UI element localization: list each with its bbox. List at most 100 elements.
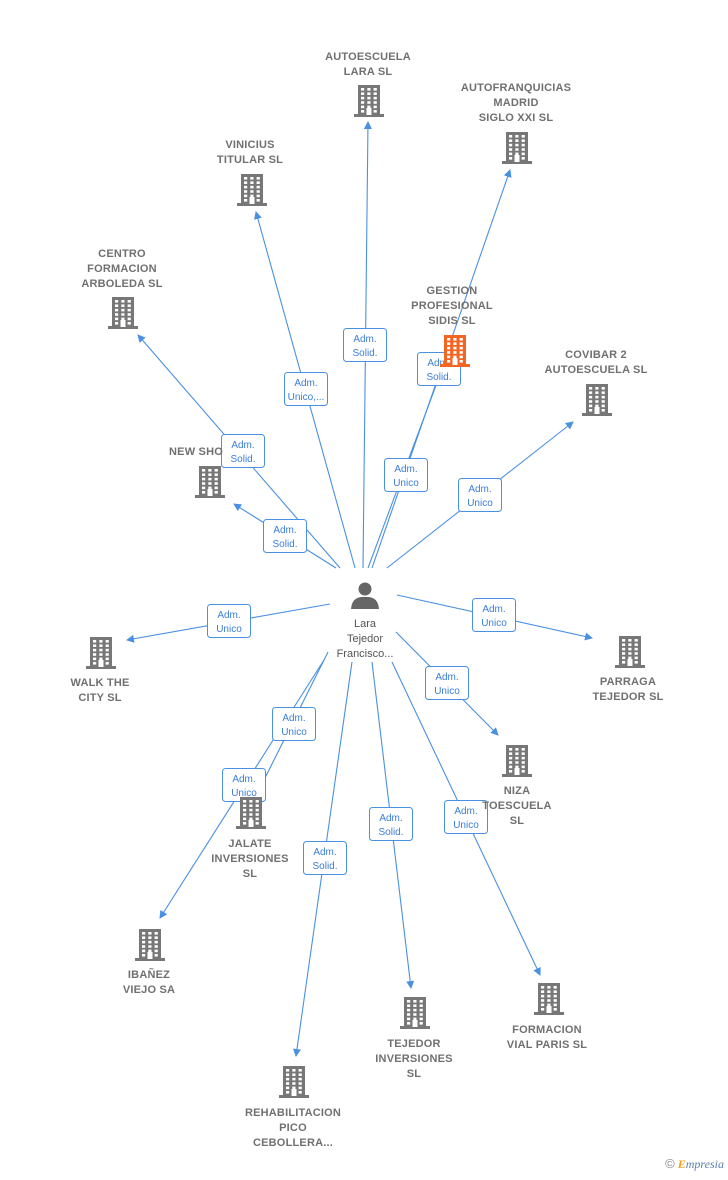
company-name[interactable]: TOESCUELA <box>482 800 551 812</box>
company-node-ibanez[interactable]: IBAÑEZ VIEJO SA <box>123 929 175 996</box>
company-name[interactable]: SIDIS SL <box>428 315 476 327</box>
company-name[interactable]: NIZA <box>504 785 530 797</box>
building-icon <box>237 174 267 206</box>
company-name[interactable]: WALK THE <box>70 677 129 689</box>
company-name[interactable]: IBAÑEZ <box>128 968 170 981</box>
company-node-vinicius[interactable]: VINICIUS TITULAR SL <box>217 139 283 206</box>
company-name[interactable]: CENTRO <box>98 248 146 260</box>
edge-role-text: Adm. <box>273 525 296 536</box>
edge-role-label[interactable]: Adm.Solid. <box>263 519 307 553</box>
company-name[interactable]: TITULAR SL <box>217 154 283 166</box>
company-name[interactable]: SIGLO XXI SL <box>479 112 554 124</box>
building-icon <box>502 132 532 164</box>
company-name[interactable]: ARBOLEDA SL <box>81 278 162 290</box>
company-name[interactable]: AUTOFRANQUICIAS <box>461 82 571 94</box>
company-name[interactable]: PROFESIONAL <box>411 300 493 312</box>
company-node-new-sho[interactable]: NEW SHO <box>169 446 225 498</box>
edge-role-text: Solid. <box>352 348 377 359</box>
company-node-rehabilitacion[interactable]: REHABILITACION PICO CEBOLLERA... <box>245 1066 341 1149</box>
edge-role-box <box>425 666 469 700</box>
edge-role-label[interactable]: Adm. Unico <box>384 458 428 492</box>
edge-role-label[interactable]: Adm.Unico <box>222 768 266 802</box>
edge-role-text: Solid. <box>230 454 255 465</box>
company-name[interactable]: AUTOESCUELA SL <box>544 364 647 376</box>
company-name[interactable]: TEJEDOR <box>387 1038 440 1050</box>
company-node-formacion-vial[interactable]: FORMACION VIAL PARIS SL <box>507 983 588 1051</box>
brand-initial: E <box>677 1157 686 1171</box>
building-icon <box>440 335 470 367</box>
edge-role-label[interactable]: Adm.Unico <box>425 666 469 700</box>
building-icon <box>108 297 138 329</box>
edge-role-label[interactable]: Adm.Unico <box>272 707 316 741</box>
company-node-autofranquicias[interactable]: AUTOFRANQUICIAS MADRID SIGLO XXI SL <box>461 82 571 164</box>
edge-role-text: Adm. <box>454 806 477 817</box>
company-name[interactable]: VIAL PARIS SL <box>507 1039 588 1051</box>
company-name[interactable]: NEW SHO <box>169 446 223 458</box>
company-node-jalate[interactable]: JALATE INVERSIONES SL <box>211 797 288 880</box>
company-name[interactable]: INVERSIONES <box>375 1053 452 1065</box>
company-name[interactable]: PARRAGA <box>600 676 656 688</box>
edge-role-text: Adm. <box>217 610 240 621</box>
edge-role-text: Unico <box>281 727 307 738</box>
person-name[interactable]: Lara <box>354 618 377 630</box>
company-name[interactable]: FORMACION <box>87 263 157 275</box>
edge-role-label[interactable]: Adm.Unico <box>444 800 488 834</box>
company-node-gestion-profesional[interactable]: GESTION PROFESIONAL SIDIS SL <box>411 285 493 367</box>
edge-role-label[interactable]: Adm.Unico <box>472 598 516 632</box>
edge-role-label[interactable]: Adm.Solid. <box>221 434 265 468</box>
person-node[interactable]: LaraTejedorFrancisco... <box>337 582 394 661</box>
edge-role-label[interactable]: Adm.Solid. <box>369 807 413 841</box>
company-node-parraga[interactable]: PARRAGA TEJEDOR SL <box>592 636 663 703</box>
copyright-symbol: © <box>665 1156 675 1171</box>
building-icon <box>400 997 430 1029</box>
company-node-autoescuela-lara[interactable]: AUTOESCUELA LARA SL <box>325 51 411 117</box>
company-name[interactable]: VIEJO SA <box>123 984 175 996</box>
company-name[interactable]: COVIBAR 2 <box>565 349 627 361</box>
edge-role-text: Unico <box>393 478 419 489</box>
company-name[interactable]: TEJEDOR SL <box>592 691 663 703</box>
person-name[interactable]: Tejedor <box>347 633 383 645</box>
edge-role-label[interactable]: Adm.Unico,... <box>284 372 328 406</box>
company-name[interactable]: CITY SL <box>78 692 121 704</box>
building-icon <box>195 466 225 498</box>
company-name[interactable]: REHABILITACION <box>245 1107 341 1119</box>
company-node-covibar[interactable]: COVIBAR 2 AUTOESCUELA SL <box>544 349 647 416</box>
building-icon <box>279 1066 309 1098</box>
edge-role-text: Solid. <box>312 861 337 872</box>
edge-role-label[interactable]: Adm.Solid. <box>343 328 387 362</box>
company-name[interactable]: PICO <box>279 1122 307 1134</box>
footer-brand: ©Empresia <box>665 1156 724 1172</box>
company-node-tejedor-inversiones[interactable]: TEJEDOR INVERSIONES SL <box>375 997 452 1080</box>
company-name[interactable]: AUTOESCUELA <box>325 51 411 63</box>
company-name[interactable]: CEBOLLERA... <box>253 1137 333 1149</box>
person-name[interactable]: Francisco... <box>337 648 394 660</box>
edge-role-box <box>284 372 328 406</box>
company-name[interactable]: VINICIUS <box>225 139 274 151</box>
company-name[interactable]: LARA SL <box>344 66 393 78</box>
edge-role-box <box>221 434 265 468</box>
edge-role-text: Adm. <box>294 378 317 389</box>
building-icon <box>86 637 116 669</box>
edge-role-text: Unico <box>216 624 242 635</box>
edge-role-label[interactable]: Adm.Unico <box>458 478 502 512</box>
edge-role-text: Adm. <box>394 464 417 475</box>
company-node-centro-formacion[interactable]: CENTRO FORMACION ARBOLEDA SL <box>81 248 162 329</box>
edge-role-box <box>458 478 502 512</box>
company-name[interactable]: FORMACION <box>512 1024 582 1036</box>
company-node-niza[interactable]: NIZA TOESCUELA SL <box>482 745 552 827</box>
company-name[interactable]: INVERSIONES <box>211 853 288 865</box>
company-name[interactable]: GESTION <box>427 285 478 297</box>
company-name[interactable]: MADRID <box>493 97 538 109</box>
company-name[interactable]: SL <box>243 868 258 880</box>
company-name[interactable]: SL <box>407 1068 422 1080</box>
edge-role-text: Solid. <box>378 827 403 838</box>
company-name[interactable]: JALATE <box>228 838 271 850</box>
edge-role-label[interactable]: Adm. Unico <box>207 604 251 638</box>
edge-role-box <box>369 807 413 841</box>
person-icon <box>351 582 379 609</box>
company-node-walk-the-city[interactable]: WALK THE CITY SL <box>70 637 129 704</box>
edge-role-text: Adm. <box>482 604 505 615</box>
company-name[interactable]: SL <box>510 815 525 827</box>
edge-role-box <box>384 458 428 492</box>
edge-role-label[interactable]: Adm.Solid. <box>303 841 347 875</box>
